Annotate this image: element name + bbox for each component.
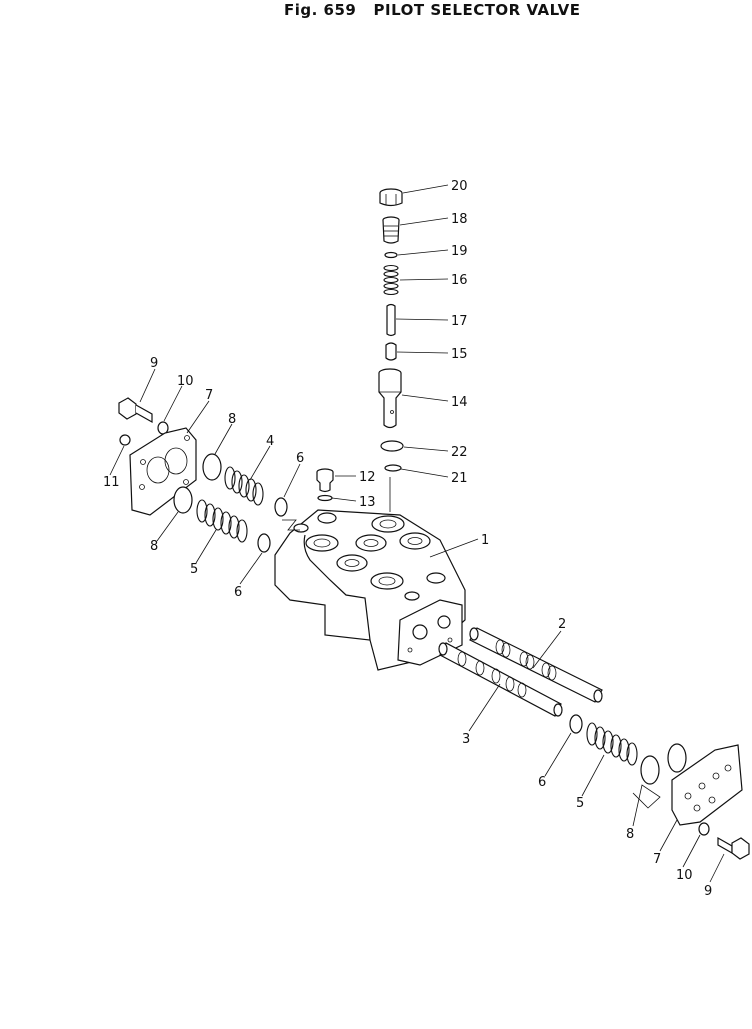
part-18-plug bbox=[382, 216, 400, 244]
callout-9-left: 9 bbox=[150, 356, 158, 371]
part-3-spool bbox=[438, 642, 563, 717]
figure-title: Fig. 659 PILOT SELECTOR VALVE bbox=[284, 1, 581, 19]
callout-22: 22 bbox=[451, 445, 468, 460]
callout-2: 2 bbox=[558, 617, 566, 632]
part-8-o-ring-right-b bbox=[667, 743, 687, 773]
part-1-valve-body bbox=[274, 509, 466, 671]
callout-13: 13 bbox=[359, 495, 376, 510]
callout-4: 4 bbox=[266, 434, 274, 449]
callout-6-right: 6 bbox=[538, 775, 546, 790]
part-5-spring-right bbox=[586, 722, 638, 766]
callout-5-right: 5 bbox=[576, 796, 584, 811]
part-13-o-ring bbox=[317, 494, 333, 502]
figure-number: Fig. 659 bbox=[284, 1, 357, 19]
part-5-spring-left bbox=[196, 499, 248, 543]
callout-7-right: 7 bbox=[653, 852, 661, 867]
callout-1: 1 bbox=[481, 533, 489, 548]
callout-11: 11 bbox=[103, 475, 120, 490]
part-17-pin bbox=[386, 303, 396, 337]
callout-18: 18 bbox=[451, 212, 468, 227]
part-8-o-ring-lower-left bbox=[173, 486, 193, 514]
part-8-o-ring-upper-left bbox=[202, 453, 222, 481]
part-8-o-ring-right-a bbox=[640, 755, 660, 785]
part-21-o-ring bbox=[384, 464, 402, 472]
callout-8-lower-left: 8 bbox=[150, 539, 158, 554]
part-22-o-ring bbox=[380, 440, 404, 452]
part-4-spring bbox=[224, 466, 264, 506]
callout-10-left: 10 bbox=[177, 374, 194, 389]
callout-10-right: 10 bbox=[676, 868, 693, 883]
figure-caption: PILOT SELECTOR VALVE bbox=[373, 1, 581, 19]
callout-9-right: 9 bbox=[704, 884, 712, 899]
callout-17: 17 bbox=[451, 314, 468, 329]
part-14-valve-body bbox=[378, 368, 402, 429]
part-7-cover-right bbox=[671, 744, 743, 826]
callout-21: 21 bbox=[451, 471, 468, 486]
callout-12: 12 bbox=[359, 470, 376, 485]
callout-14: 14 bbox=[451, 395, 468, 410]
callout-7-left: 7 bbox=[205, 388, 213, 403]
callout-20: 20 bbox=[451, 179, 468, 194]
callout-15: 15 bbox=[451, 347, 468, 362]
callout-3: 3 bbox=[462, 732, 470, 747]
callout-6-lower-left: 6 bbox=[234, 585, 242, 600]
part-10-washer-right bbox=[698, 822, 710, 836]
callout-19: 19 bbox=[451, 244, 468, 259]
part-16-spring bbox=[383, 264, 399, 296]
part-6-ring-upper-left bbox=[274, 497, 288, 517]
leader-lines bbox=[109, 184, 725, 883]
part-20-cap-nut bbox=[379, 188, 403, 207]
callout-16: 16 bbox=[451, 273, 468, 288]
part-9-bolt-right bbox=[717, 836, 750, 860]
callout-5-left: 5 bbox=[190, 562, 198, 577]
part-6-ring-lower-left bbox=[257, 533, 271, 553]
part-2-spool bbox=[469, 627, 603, 703]
part-7-cover-left bbox=[129, 427, 197, 516]
part-15-poppet bbox=[385, 342, 397, 361]
part-6-ring-right bbox=[569, 714, 583, 734]
callout-6-upper-left: 6 bbox=[296, 451, 304, 466]
callout-8-right: 8 bbox=[626, 827, 634, 842]
part-9-bolt-left bbox=[118, 397, 153, 424]
callout-8-upper-left: 8 bbox=[228, 412, 236, 427]
part-11-plug bbox=[119, 434, 131, 446]
part-12-plug bbox=[316, 468, 334, 493]
part-19-o-ring bbox=[384, 251, 398, 259]
